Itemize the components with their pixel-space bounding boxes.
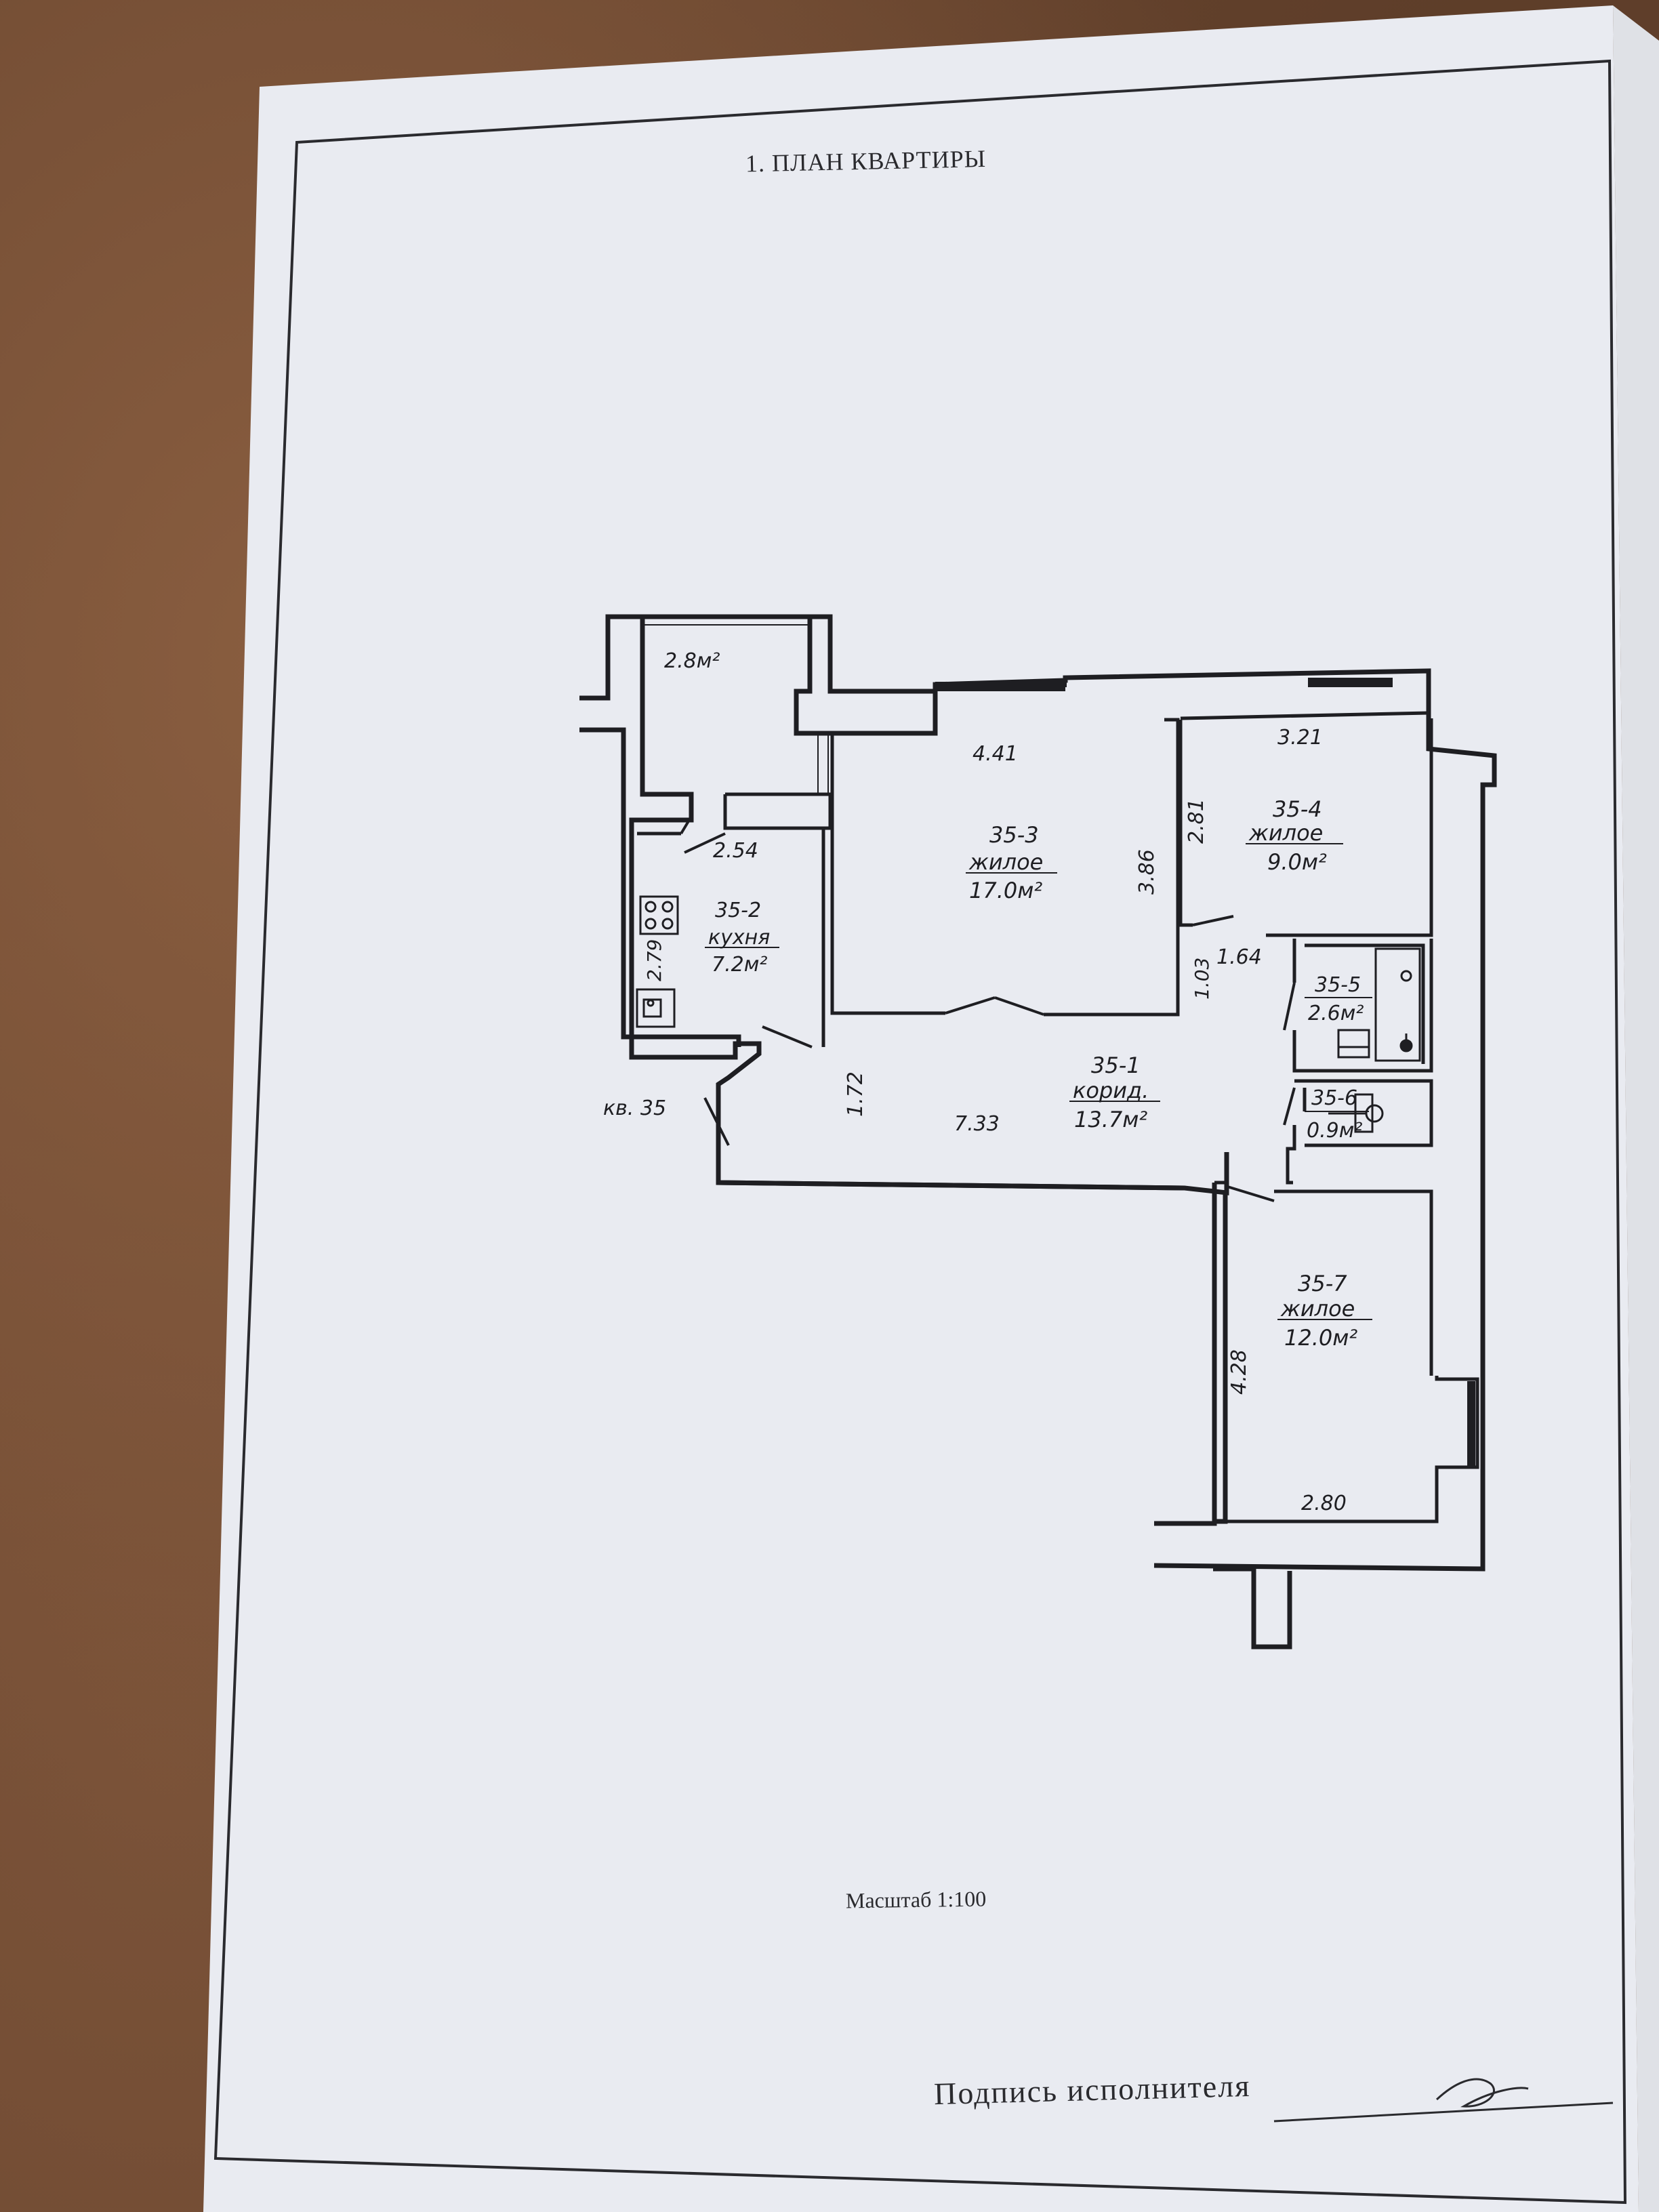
interior-walls — [637, 615, 1479, 1523]
dim-branch-width: 1.64 — [1216, 945, 1262, 969]
wall-corridor-right-lower — [1154, 1183, 1217, 1526]
plan-labels: 2.8м² 4.41 3.21 2.81 3.86 2.54 2.79 1.03… — [603, 649, 1372, 1515]
room-35-4-id: 35-4 — [1273, 796, 1322, 822]
room-35-2-id: 35-2 — [715, 899, 761, 922]
room-35-4-type: жилое — [1248, 820, 1323, 846]
dim-room7-height: 4.28 — [1227, 1349, 1251, 1395]
toilet-icon — [1328, 1093, 1384, 1133]
door-wc — [1283, 1087, 1296, 1126]
room-35-1-area: 13.7м² — [1074, 1107, 1147, 1132]
windows — [935, 678, 1475, 1466]
room-35-4-area: 9.0м² — [1267, 849, 1327, 875]
dim-room3-width: 4.41 — [972, 742, 1018, 766]
door-entrance — [703, 1097, 730, 1146]
door-room-35-7 — [1225, 1185, 1275, 1202]
doors — [680, 815, 1296, 1202]
washbasin-icon — [1337, 1029, 1413, 1059]
bathtub-icon — [1374, 947, 1421, 1062]
room-35-5-area: 2.6м² — [1308, 1002, 1364, 1025]
scale-label: Масштаб 1:100 — [845, 1886, 987, 1913]
dim-branch-height: 1.03 — [1191, 958, 1213, 1000]
dim-kitchen-width: 2.54 — [713, 839, 758, 863]
dim-room4-height: 2.81 — [1185, 798, 1208, 844]
page-frame — [213, 59, 1627, 2205]
door-bathroom — [1283, 982, 1296, 1031]
signature-line — [1273, 2102, 1614, 2123]
door-room-35-3-right — [994, 996, 1044, 1016]
wall-bottom-stub — [1213, 1566, 1292, 1650]
room-35-5-id: 35-5 — [1315, 973, 1361, 997]
door-kitchen-balcony — [680, 815, 693, 835]
apartment-label: кв. 35 — [603, 1097, 666, 1120]
room-35-1-type: корид. — [1073, 1078, 1149, 1103]
dim-room7-width: 2.80 — [1301, 1492, 1347, 1515]
door-kitchen-balcony-leaf — [684, 832, 726, 854]
room-35-3-id: 35-3 — [989, 822, 1039, 848]
paper-edge — [1613, 5, 1659, 2212]
dim-room3-height: 3.86 — [1135, 849, 1159, 895]
door-room-35-4 — [1192, 915, 1234, 926]
room-35-2-area: 7.2м² — [712, 953, 767, 977]
room-35-7-id: 35-7 — [1298, 1271, 1347, 1296]
room-35-6-id: 35-6 — [1311, 1086, 1357, 1110]
wall-kitchen-left — [579, 727, 741, 1047]
door-kitchen — [762, 1025, 813, 1048]
dim-room4-width: 3.21 — [1277, 726, 1323, 750]
room-35-3-type: жилое — [968, 849, 1043, 875]
paper — [203, 5, 1639, 2212]
dim-corridor-width: 1.72 — [844, 1071, 867, 1117]
window-room-35-7 — [1467, 1381, 1475, 1466]
room-35-7-type: жилое — [1280, 1296, 1355, 1322]
balcony-area-label: 2.8м² — [664, 649, 720, 673]
wall-corridor-bottom — [716, 1145, 1185, 1191]
sink-icon — [636, 988, 676, 1028]
room-35-1-id: 35-1 — [1091, 1052, 1141, 1078]
stove-icon — [639, 895, 679, 935]
room-35-2-type: кухня — [708, 926, 770, 949]
wall-balcony-right — [810, 614, 935, 694]
window-room-35-3 — [935, 682, 1065, 691]
fixtures — [636, 895, 1421, 1133]
dim-kitchen-height: 2.79 — [643, 939, 665, 981]
dim-corridor-length: 7.33 — [954, 1112, 1000, 1136]
window-room-35-4 — [1308, 678, 1393, 687]
room-35-6-area: 0.9м² — [1307, 1119, 1362, 1143]
room-35-7-area: 12.0м² — [1284, 1325, 1357, 1351]
signature-mark — [1435, 2078, 1529, 2108]
room-35-3-area: 17.0м² — [969, 878, 1042, 903]
door-room-35-3-left — [945, 996, 996, 1015]
